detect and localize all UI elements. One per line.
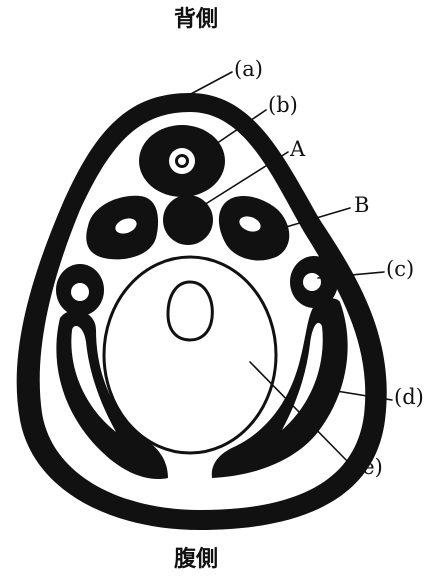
neural-tube-lumen-core	[178, 157, 186, 165]
label-c: (c)	[386, 257, 414, 281]
label-b: (b)	[268, 93, 298, 117]
label-e: (e)	[354, 455, 383, 479]
notochord	[163, 195, 213, 245]
label-B: B	[354, 193, 369, 217]
label-d: (d)	[394, 385, 424, 409]
dorsal-label: 背側	[174, 6, 218, 32]
ventral-label: 腹側	[174, 546, 218, 572]
label-a: (a)	[234, 57, 263, 81]
right-nephric-duct-lumen	[303, 273, 321, 291]
label-A: A	[289, 137, 306, 161]
left-nephric-duct-lumen	[71, 283, 89, 301]
